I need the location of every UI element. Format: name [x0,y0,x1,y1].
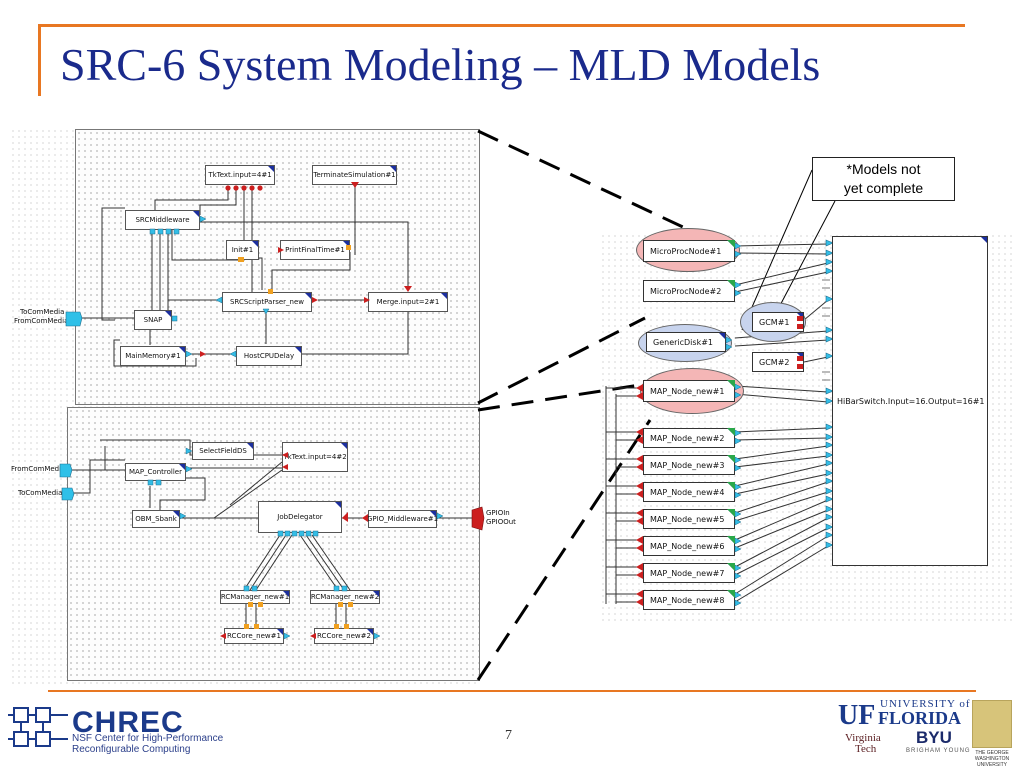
map-controller-block[interactable]: MAP_Controller [125,463,186,481]
main-memory-block[interactable]: MainMemory#1 [120,346,186,366]
chrec-subtitle-line-2: Reconfigurable Computing [72,744,191,755]
from-com-media-label-top: FromComMedia [14,317,69,325]
gwu-portrait-logo [972,700,1012,748]
tktext-input-block-2[interactable]: TkText.input=4#2 [282,442,348,472]
gpio-middleware-block[interactable]: GPIO_Middleware#1 [367,510,438,528]
tktext-input-block-1[interactable]: TkText.input=4#1 [205,165,275,185]
byu-subtitle: BRIGHAM YOUNG [906,748,971,754]
incomplete-models-note: *Models not yet complete [812,157,955,201]
vt-line-1: Virginia [845,732,881,744]
src-middleware-block[interactable]: SRCMiddleware [125,210,200,230]
chrec-subtitle: NSF Center for High-Performance Reconfig… [72,733,223,755]
gpio-out-label: GPIOOut [486,518,516,526]
to-com-media-label-top: ToComMedia [20,308,65,316]
gwu-subtitle: THE GEORGE WASHINGTON UNIVERSITY [974,750,1010,768]
host-cpu-delay-block[interactable]: HostCPUDelay [236,346,302,366]
select-field-ds-block[interactable]: SelectFieldDS [192,442,254,460]
vt-line-2: Tech [855,743,877,755]
hibar-switch-block[interactable]: HiBarSwitch.Input=16.Output=16#1 [832,236,988,566]
chrec-logo-icon [8,707,68,747]
microproc-node-2[interactable]: MicroProcNode#2 [643,280,735,302]
microproc-node-1[interactable]: MicroProcNode#1 [643,240,735,262]
chrec-subtitle-line-1: NSF Center for High-Performance [72,733,224,744]
chrec-wordmark: CHREC [72,706,184,739]
uf-university-text: UNIVERSITY of [880,698,971,710]
map-node-4[interactable]: MAP_Node_new#4 [643,482,735,502]
byu-logo: BYU [916,728,952,747]
gpio-in-label: GPIOIn [486,509,510,517]
slide-title: SRC-6 System Modeling – MLD Models [60,39,821,90]
note-line-2: yet complete [843,180,924,196]
snap-block[interactable]: SNAP [134,310,172,330]
map-node-2[interactable]: MAP_Node_new#2 [643,428,735,448]
from-com-media-label-bottom: FromComMedia [11,465,66,473]
uf-logo-mark: UF [838,700,876,731]
top-accent-rule [38,24,965,27]
footer-accent-rule [48,690,976,692]
left-accent-rule [38,24,41,96]
generic-disk-node[interactable]: GenericDisk#1 [646,332,726,352]
uf-florida-text: FLORIDA [878,708,962,728]
merge-block[interactable]: Merge.input=2#1 [368,292,448,312]
virginia-tech-logo: Virginia Tech [845,733,881,755]
page-number: 7 [505,728,512,743]
obm-sbank-block[interactable]: OBM_Sbank [132,510,180,528]
map-node-8[interactable]: MAP_Node_new#8 [643,590,735,610]
map-node-7[interactable]: MAP_Node_new#7 [643,563,735,583]
note-line-1: *Models not [846,161,921,177]
to-com-media-label-bottom: ToComMedia [18,489,63,497]
